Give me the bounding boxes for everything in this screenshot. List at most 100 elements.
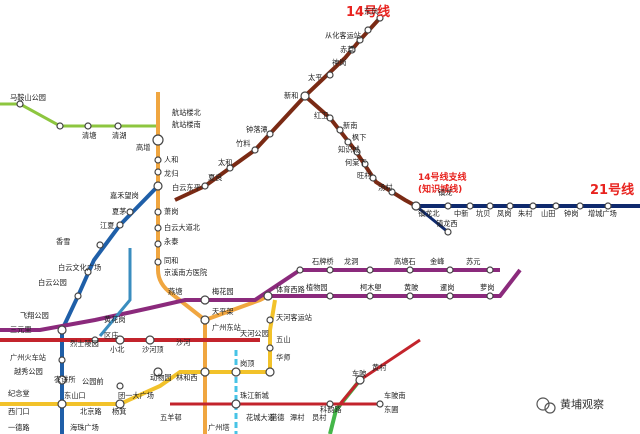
station-label: 五山	[276, 335, 290, 344]
station-label: 天平架	[212, 307, 234, 316]
station-label: 员村	[312, 413, 326, 422]
station-dot[interactable]	[231, 367, 241, 377]
station-label: 高塘石	[394, 257, 416, 266]
station-dot[interactable]	[145, 335, 155, 345]
station-label: 钟岗	[564, 209, 578, 218]
station-dot[interactable]	[348, 46, 356, 54]
station-dot[interactable]	[115, 399, 125, 409]
station-dot[interactable]	[96, 241, 104, 249]
station-dot[interactable]	[154, 168, 162, 176]
station-label: 钟落潭	[246, 125, 268, 134]
station-dot[interactable]	[56, 122, 64, 130]
station-dot[interactable]	[486, 202, 494, 210]
station-dot[interactable]	[326, 266, 334, 274]
station-label: 柯木塱	[360, 283, 382, 292]
station-label: 天河客运站	[276, 313, 312, 322]
station-dot[interactable]	[364, 26, 372, 34]
station-label: 岗顶	[240, 359, 254, 368]
station-dot[interactable]	[466, 202, 474, 210]
station-dot[interactable]	[126, 208, 134, 216]
line-6-b-path	[268, 268, 522, 298]
station-dot[interactable]	[200, 295, 210, 305]
station-dot[interactable]	[406, 292, 414, 300]
station-label: 清湖	[112, 131, 126, 140]
station-dot[interactable]	[446, 266, 454, 274]
station-dot[interactable]	[326, 292, 334, 300]
station-dot[interactable]	[411, 201, 421, 211]
station-dot[interactable]	[266, 316, 274, 324]
station-dot[interactable]	[576, 202, 584, 210]
station-label: 龙归	[164, 169, 178, 178]
station-dot[interactable]	[376, 400, 384, 408]
station-dot[interactable]	[16, 100, 24, 108]
station-dot[interactable]	[153, 181, 163, 191]
station-dot[interactable]	[154, 156, 162, 164]
station-dot[interactable]	[266, 130, 274, 138]
station-dot[interactable]	[74, 292, 82, 300]
station-dot[interactable]	[326, 400, 334, 408]
station-label: 永泰	[164, 237, 178, 246]
station-dot[interactable]	[300, 91, 310, 101]
station-dot[interactable]	[326, 71, 334, 79]
station-label: 坑贝	[476, 209, 490, 218]
station-dot[interactable]	[406, 266, 414, 274]
station-dot[interactable]	[116, 221, 124, 229]
station-dot[interactable]	[604, 202, 612, 210]
station-dot[interactable]	[84, 122, 92, 130]
station-dot[interactable]	[366, 292, 374, 300]
station-dot[interactable]	[296, 266, 304, 274]
station-dot[interactable]	[226, 164, 234, 172]
station-label: 东圃	[384, 405, 398, 414]
station-dot[interactable]	[58, 356, 66, 364]
station-dot[interactable]	[361, 160, 369, 168]
station-label: 燕塘	[168, 287, 182, 296]
station-dot[interactable]	[263, 291, 273, 301]
station-dot[interactable]	[114, 122, 122, 130]
station-dot[interactable]	[84, 268, 92, 276]
station-dot[interactable]	[529, 202, 537, 210]
station-dot[interactable]	[376, 14, 384, 22]
station-dot[interactable]	[154, 224, 162, 232]
station-dot[interactable]	[444, 228, 452, 236]
station-dot[interactable]	[200, 315, 210, 325]
station-label: 嘉禾望岗	[110, 191, 139, 200]
station-label: 黄陂	[404, 283, 418, 292]
station-label: 增城广场	[588, 209, 617, 218]
station-dot[interactable]	[251, 146, 259, 154]
station-dot[interactable]	[57, 375, 67, 385]
station-dot[interactable]	[154, 240, 162, 248]
station-label: 夏良	[208, 173, 222, 182]
station-dot[interactable]	[231, 399, 241, 409]
station-dot[interactable]	[444, 202, 452, 210]
station-dot[interactable]	[152, 134, 164, 146]
station-dot[interactable]	[115, 335, 125, 345]
station-dot[interactable]	[366, 266, 374, 274]
station-dot[interactable]	[91, 336, 99, 344]
station-dot[interactable]	[486, 266, 494, 274]
station-dot[interactable]	[388, 188, 396, 196]
station-dot[interactable]	[552, 202, 560, 210]
station-dot[interactable]	[326, 114, 334, 122]
station-dot[interactable]	[57, 325, 67, 335]
station-dot[interactable]	[355, 375, 365, 385]
station-dot[interactable]	[265, 367, 275, 377]
station-dot[interactable]	[201, 182, 209, 190]
line-21-label: 21号线	[590, 182, 634, 198]
station-dot[interactable]	[446, 292, 454, 300]
station-dot[interactable]	[344, 138, 352, 146]
station-dot[interactable]	[153, 367, 163, 377]
station-dot[interactable]	[506, 202, 514, 210]
station-dot[interactable]	[116, 382, 124, 390]
station-dot[interactable]	[486, 292, 494, 300]
station-dot[interactable]	[266, 344, 274, 352]
station-dot[interactable]	[57, 399, 67, 409]
station-label: 夏茅	[112, 207, 126, 216]
station-dot[interactable]	[369, 174, 377, 182]
station-dot[interactable]	[336, 126, 344, 134]
station-dot[interactable]	[154, 258, 162, 266]
station-dot[interactable]	[200, 367, 210, 377]
station-dot[interactable]	[353, 148, 361, 156]
station-dot[interactable]	[356, 36, 364, 44]
station-label: 同和	[164, 256, 178, 265]
station-dot[interactable]	[154, 208, 162, 216]
